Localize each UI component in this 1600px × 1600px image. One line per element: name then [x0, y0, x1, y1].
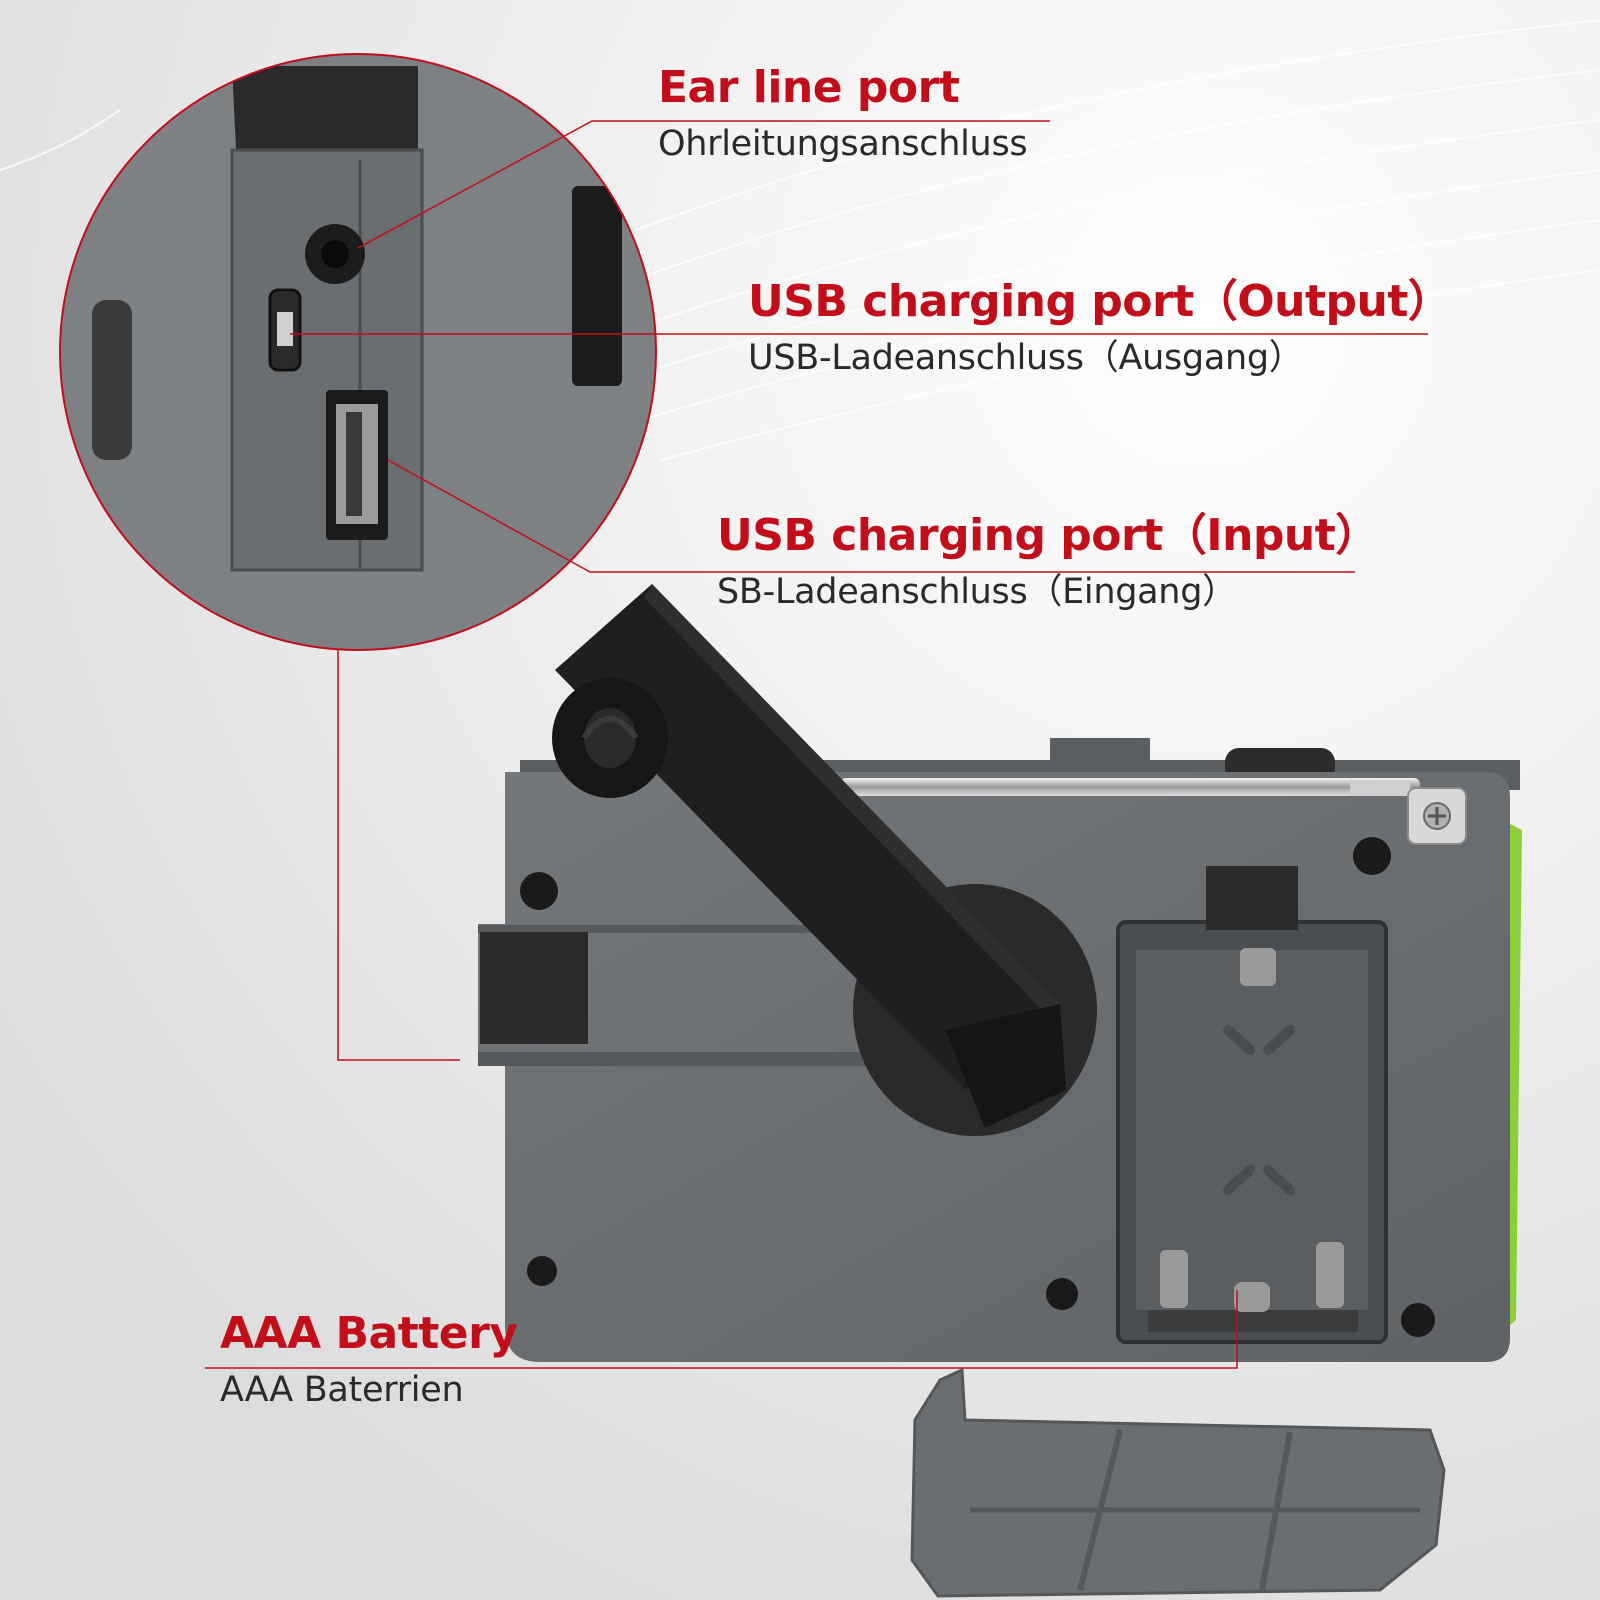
screw-hole	[1046, 1278, 1078, 1310]
screw-hole	[520, 872, 558, 910]
callout-ear-line-port: Ear line port Ohrleitungsanschluss	[658, 62, 1028, 166]
side-opening	[480, 932, 588, 1044]
hand-crank	[552, 584, 1066, 1128]
callout-title: Ear line port	[658, 62, 960, 113]
background-wave-lines	[0, 19, 1600, 461]
radio-device	[478, 584, 1522, 1362]
zoom-magnifier	[59, 53, 657, 651]
battery-cover	[910, 1367, 1446, 1598]
leader-lines	[205, 120, 1428, 1369]
callout-aaa-battery: AAA Battery AAA Baterrien	[220, 1308, 518, 1412]
battery-springs	[1160, 948, 1344, 1312]
callout-subtitle: SB-Ladeanschluss（Eingang）	[717, 572, 1237, 612]
callout-subtitle: Ohrleitungsanschluss	[658, 124, 1028, 164]
callout-title: USB charging port（Output）	[748, 276, 1452, 327]
screw-hole	[1353, 837, 1391, 875]
callout-usb-output: USB charging port（Output） USB-Ladeanschl…	[748, 276, 1452, 380]
callout-title: AAA Battery	[220, 1308, 518, 1359]
callout-subtitle: USB-Ladeanschluss（Ausgang）	[748, 338, 1304, 378]
callout-title: USB charging port（Input）	[717, 510, 1379, 561]
callout-usb-input: USB charging port（Input） SB-Ladeanschlus…	[717, 510, 1379, 614]
screw-hole	[1401, 1303, 1435, 1337]
antenna	[840, 778, 1420, 796]
callout-subtitle: AAA Baterrien	[220, 1370, 464, 1410]
screw-hole	[527, 1256, 557, 1286]
